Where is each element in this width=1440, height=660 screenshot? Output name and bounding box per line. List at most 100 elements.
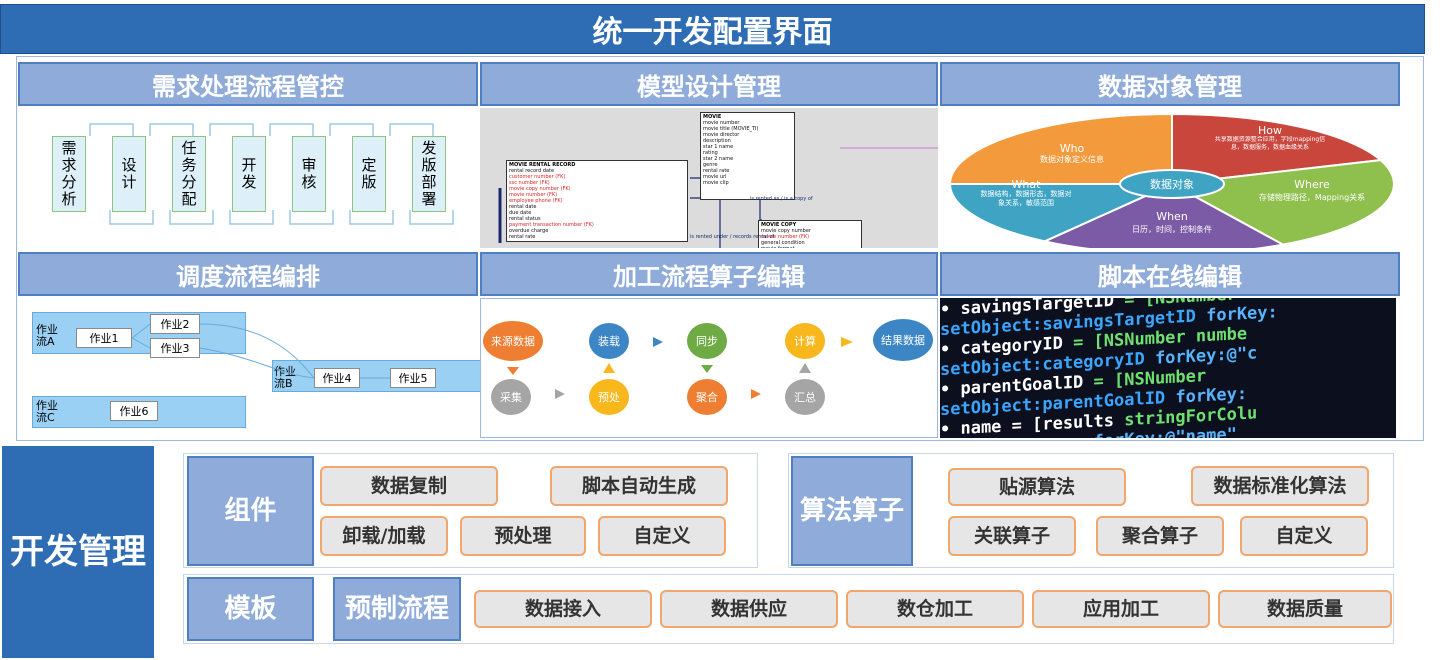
node-summary[interactable]: 汇总 — [785, 379, 825, 415]
processing-panel: 来源数据 装载 同步 计算 结果数据 采集 预处 聚合 汇总 — [480, 298, 938, 438]
component-data-copy[interactable]: 数据复制 — [320, 466, 498, 506]
arrow-down-icon — [701, 365, 713, 373]
job-2[interactable]: 作业2 — [150, 314, 200, 334]
slice-when-name: When — [1156, 210, 1188, 223]
template-data-ingest[interactable]: 数据接入 — [474, 590, 652, 628]
flow-connectors — [89, 123, 454, 225]
template-data-quality[interactable]: 数据质量 — [1218, 590, 1392, 628]
pie-slice-when — [1041, 182, 1286, 248]
node-aggregate[interactable]: 聚合 — [687, 379, 727, 415]
section-requirement-header[interactable]: 需求处理流程管控 — [18, 62, 478, 106]
template-data-supply[interactable]: 数据供应 — [660, 590, 838, 628]
templates-label: 模板 — [187, 577, 314, 641]
preset-flows-label: 预制流程 — [333, 577, 461, 641]
component-unload-load[interactable]: 卸载/加载 — [320, 516, 448, 556]
template-app-processing[interactable]: 应用加工 — [1032, 590, 1210, 628]
er-field: movie director — [703, 132, 740, 138]
algorithms-label: 算法算子 — [791, 456, 913, 566]
algorithm-standardize[interactable]: 数据标准化算法 — [1191, 466, 1369, 506]
arrow-up-icon — [799, 363, 811, 373]
flow-step-analysis[interactable]: 需求分析 — [52, 136, 86, 212]
er-field: payment transaction number (FK) — [509, 222, 594, 228]
er-field: employee phone (FK) — [509, 198, 563, 204]
er-field: movie number (FK) — [509, 192, 558, 198]
node-result-data[interactable]: 结果数据 — [873, 319, 933, 361]
job-1[interactable]: 作业1 — [76, 328, 132, 348]
node-preprocess[interactable]: 预处 — [589, 379, 629, 415]
section-model-header[interactable]: 模型设计管理 — [480, 62, 938, 106]
slice-who-text: 数据对象定义信息 — [1040, 154, 1104, 164]
er-field: movie number — [703, 120, 740, 126]
code-lines: • savingsTargetID = [NSNumbersetObject:s… — [940, 298, 1278, 438]
node-load[interactable]: 装载 — [589, 323, 629, 359]
job-stream-b[interactable] — [272, 360, 486, 392]
job-stream-c-label: 作业流C — [36, 399, 58, 424]
job-connectors — [131, 323, 390, 379]
flow-step-review[interactable]: 审核 — [292, 136, 326, 212]
template-warehouse[interactable]: 数仓加工 — [846, 590, 1024, 628]
algorithm-join[interactable]: 关联算子 — [948, 516, 1076, 556]
algorithm-custom[interactable]: 自定义 — [1240, 516, 1368, 556]
er-field: description — [703, 138, 731, 144]
er-field: movie copy number — [761, 228, 811, 234]
component-preprocess[interactable]: 预处理 — [460, 516, 586, 556]
node-source-data[interactable]: 来源数据 — [483, 321, 543, 361]
section-scheduling-header[interactable]: 调度流程编排 — [18, 252, 478, 296]
er-field: star 1 name — [703, 144, 734, 150]
scheduling-panel: 作业流A 作业1 作业2 作业3 作业流B 作业4 作业5 作业流C 作业6 — [18, 298, 486, 438]
job-6[interactable]: 作业6 — [110, 401, 158, 421]
er-relation-label: is rented as / is a copy of — [750, 196, 813, 202]
er-field: overdue charge — [509, 228, 549, 234]
job-5[interactable]: 作业5 — [390, 368, 436, 388]
slice-who-name: Who — [1060, 142, 1085, 155]
flow-step-finalize[interactable]: 定版 — [352, 136, 386, 212]
job-stream-a-label: 作业流A — [36, 323, 58, 348]
job-3[interactable]: 作业3 — [150, 338, 200, 358]
pie-slice-what — [948, 183, 1173, 243]
er-field: movie number (FK) — [761, 234, 810, 240]
arrow-down-icon — [507, 367, 519, 375]
er-field: genre — [703, 162, 718, 168]
requirement-flow-panel: 需求分析 设计 任务分配 开发 审核 定版 发版部署 — [18, 108, 478, 248]
job-4[interactable]: 作业4 — [314, 368, 360, 388]
pie-center[interactable] — [1119, 169, 1225, 199]
flow-step-release[interactable]: 发版部署 — [412, 136, 446, 212]
er-table-title: MOVIE RENTAL RECORD — [509, 162, 576, 168]
pie-slice-where — [1168, 159, 1395, 246]
flow-step-design[interactable]: 设计 — [112, 136, 146, 212]
algorithm-source[interactable]: 贴源算法 — [948, 468, 1126, 506]
slice-where-name: Where — [1294, 178, 1330, 191]
algorithm-aggregate[interactable]: 聚合算子 — [1096, 516, 1224, 556]
slice-what-name: What — [1012, 178, 1042, 191]
pie-slice-how — [1171, 112, 1383, 186]
dev-management-label: 开发管理 — [2, 446, 154, 658]
er-field: rental rate — [703, 168, 730, 174]
er-field: ssc number (FK) — [509, 180, 550, 186]
er-field: rating — [703, 150, 718, 156]
er-table-title: MOVIE — [703, 114, 722, 120]
flow-step-assign[interactable]: 任务分配 — [172, 136, 206, 212]
er-relation-label: is rented under / records rental of — [690, 234, 775, 240]
er-table-title: MOVIE COPY — [761, 222, 797, 228]
components-label: 组件 — [187, 456, 314, 566]
script-editor[interactable]: • savingsTargetID = [NSNumbersetObject:s… — [940, 298, 1396, 438]
flow-step-develop[interactable]: 开发 — [232, 136, 266, 212]
node-compute[interactable]: 计算 — [785, 323, 825, 359]
node-sync[interactable]: 同步 — [687, 323, 727, 359]
node-collect[interactable]: 采集 — [491, 379, 531, 415]
component-script-autogen[interactable]: 脚本自动生成 — [550, 466, 728, 506]
section-processing-header[interactable]: 加工流程算子编辑 — [480, 252, 938, 296]
component-custom[interactable]: 自定义 — [598, 516, 726, 556]
section-script-header[interactable]: 脚本在线编辑 — [940, 252, 1400, 296]
pie-center-label: 数据对象 — [1150, 177, 1194, 191]
er-field: rental status — [509, 216, 541, 222]
er-field: movie url — [703, 174, 727, 180]
section-data-object-header[interactable]: 数据对象管理 — [940, 62, 1400, 106]
er-field: general condition — [761, 240, 805, 246]
